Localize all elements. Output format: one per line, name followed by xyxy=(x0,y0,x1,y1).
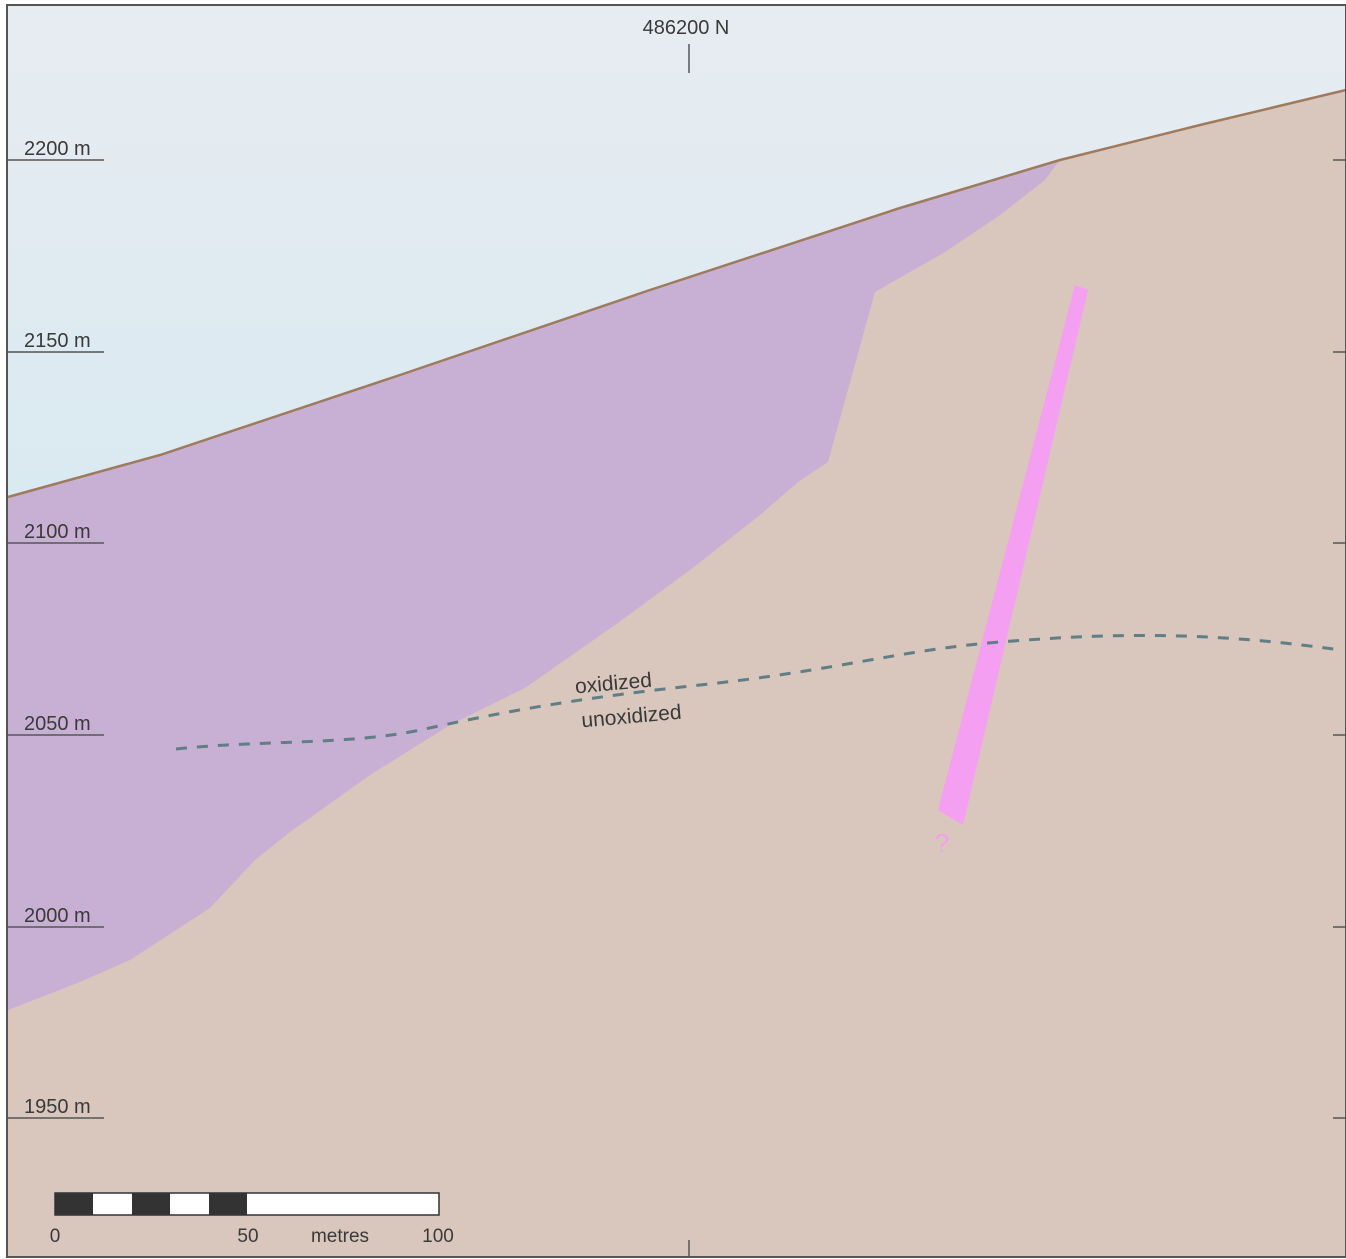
scale-bar: 0 50 metres 100 xyxy=(50,1192,454,1247)
northing-label: 486200 N xyxy=(643,17,730,39)
scale-label-zero: 0 xyxy=(50,1226,61,1247)
elevation-label: 2000 m xyxy=(24,905,91,927)
scale-label-units: metres xyxy=(311,1226,369,1247)
elevation-label: 2100 m xyxy=(24,521,91,543)
oxidation-boundary-line xyxy=(175,633,1341,751)
section-frame xyxy=(6,4,1346,1258)
right-elevation-ticks xyxy=(1333,159,1346,1119)
elevation-label: 2200 m xyxy=(24,138,91,160)
intrusive-dike xyxy=(938,285,1088,825)
elevation-label: 2150 m xyxy=(24,330,91,352)
scale-bar-segment xyxy=(209,1193,247,1215)
elevation-axis: 2200 m 2150 m 2100 m 2050 m 2000 m 1950 … xyxy=(8,138,104,1119)
purple-rock-unit xyxy=(8,160,1060,1010)
scale-bar-segment xyxy=(55,1193,93,1215)
elevation-label: 2050 m xyxy=(24,713,91,735)
scale-label-fifty: 50 xyxy=(237,1226,258,1247)
query-mark: ? xyxy=(935,828,949,858)
topographic-surface-line xyxy=(7,88,1346,499)
scale-bar-segment xyxy=(132,1193,170,1215)
scale-label-hundred: 100 xyxy=(422,1226,454,1247)
host-rock-unit xyxy=(8,90,1346,1256)
elevation-label: 1950 m xyxy=(24,1096,91,1118)
